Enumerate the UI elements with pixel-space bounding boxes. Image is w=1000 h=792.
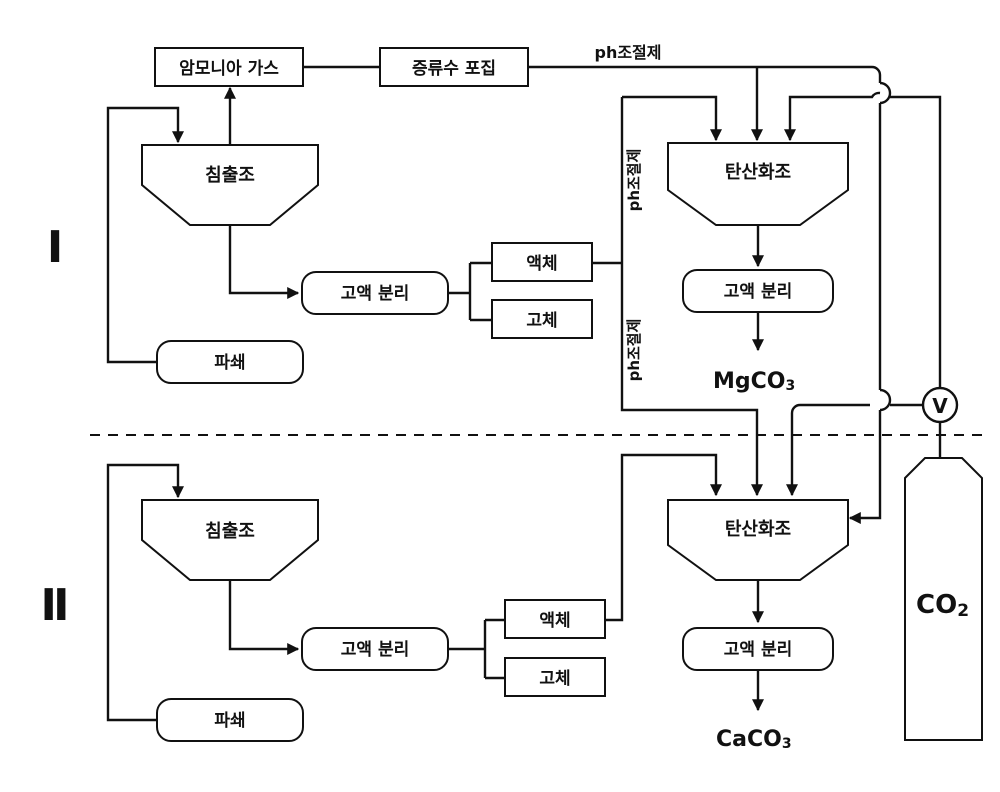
leaching-to-separation-2-arrow <box>230 580 298 649</box>
section-label-one: Ⅰ <box>47 222 63 273</box>
separation-2-fork <box>448 620 505 678</box>
leaching-to-separation-1-arrow <box>230 225 298 293</box>
distilled-to-carbonation-2 <box>850 410 880 518</box>
separation-1-label: 고액 분리 <box>341 284 409 304</box>
solid-2-label: 고체 <box>539 669 570 689</box>
solid-1-label: 고체 <box>526 311 557 331</box>
crossing-hump-top <box>880 83 890 103</box>
ph-adjuster-upper-label: ph조절제 <box>625 149 643 212</box>
separation-2b-label: 고액 분리 <box>724 640 792 660</box>
liquid-box-1: 액체 <box>492 243 592 281</box>
liquid-to-carbonation-1-arrow <box>622 97 716 140</box>
separation-1b-label: 고액 분리 <box>724 282 792 302</box>
ph-adjuster-lower-label: ph조절제 <box>625 319 643 382</box>
carbonation-tank-2 <box>668 500 848 580</box>
separation-box-2b: 고액 분리 <box>683 628 833 670</box>
leaching-tank-1-label: 침출조 <box>205 165 255 186</box>
separation-1-fork <box>448 263 492 320</box>
product-caco3: CaCO3 <box>716 727 792 752</box>
distilled-water-label: 증류수 포집 <box>412 59 496 79</box>
liquid-box-2: 액체 <box>505 600 605 638</box>
co2-to-carbonation-1-line <box>790 93 880 140</box>
crushing-box-2: 파쇄 <box>157 699 303 741</box>
co2-to-carbonation-2-line <box>792 405 870 495</box>
separation-box-2: 고액 분리 <box>302 628 448 670</box>
product-mgco3: MgCO3 <box>713 369 795 394</box>
solid-box-1: 고체 <box>492 300 592 338</box>
carbonation-tank-1-label: 탄산화조 <box>725 162 791 183</box>
valve: V <box>923 388 957 422</box>
separation-2-label: 고액 분리 <box>341 640 409 660</box>
ammonia-gas-box: 암모니아 가스 <box>155 48 303 86</box>
liquid-1-label: 액체 <box>526 254 557 274</box>
ph-adjuster-top-label: ph조절제 <box>594 43 661 62</box>
carbonation-tank-2-label: 탄산화조 <box>725 519 791 540</box>
liquid-2-label: 액체 <box>539 611 570 631</box>
separation-box-1: 고액 분리 <box>302 272 448 314</box>
distilled-main-line <box>528 67 880 83</box>
ammonia-gas-label: 암모니아 가스 <box>179 59 279 79</box>
crushing-box-1: 파쇄 <box>157 341 303 383</box>
carbonation-tank-1 <box>668 143 848 225</box>
co2-upper-line <box>890 97 940 388</box>
solid-box-2: 고체 <box>505 658 605 696</box>
crushing-1-label: 파쇄 <box>214 353 245 373</box>
separation-box-1b: 고액 분리 <box>683 270 833 312</box>
crushing-2-label: 파쇄 <box>214 711 245 731</box>
crossing-hump-bottom <box>880 390 890 410</box>
section-label-two: Ⅱ <box>41 580 70 631</box>
leaching-tank-2-label: 침출조 <box>205 521 255 542</box>
valve-label: V <box>932 394 948 418</box>
distilled-water-box: 증류수 포집 <box>380 48 528 86</box>
